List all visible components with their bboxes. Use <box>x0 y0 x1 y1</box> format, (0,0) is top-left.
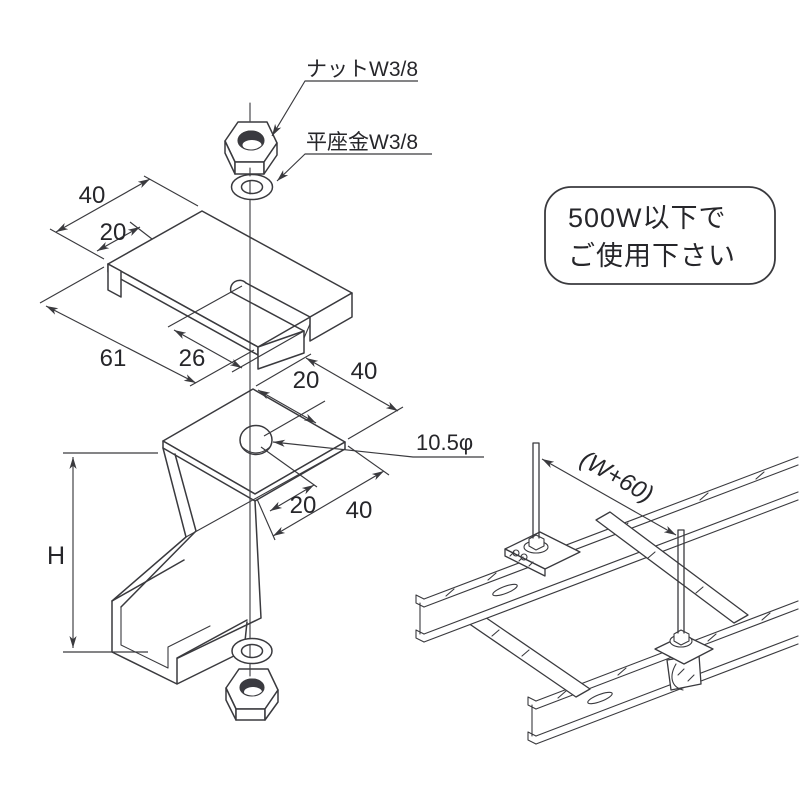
near-rail-web-slot <box>587 691 613 705</box>
hook-channel-inner <box>120 606 211 669</box>
far-rail-body <box>424 457 798 642</box>
nut-label: ナットW3/8 <box>306 58 418 81</box>
nut-side-right <box>264 689 279 721</box>
nut-hole-rim <box>237 130 265 151</box>
hanger-rod <box>677 529 685 634</box>
dim40-top-line <box>55 178 151 233</box>
clamp-plate-right-finger <box>309 292 353 342</box>
note-line-2: ご使用下さい <box>568 241 736 271</box>
nut-side-mid <box>235 708 266 721</box>
clamp-plate-left-finger <box>257 330 305 370</box>
dim40-top-text: 40 <box>79 182 106 209</box>
rod-nut <box>528 534 545 551</box>
near-rail-end-section <box>527 696 537 745</box>
upper-washer <box>230 173 274 201</box>
dim40-top-extensions <box>49 175 199 260</box>
dimH-text: H <box>47 542 65 570</box>
bracket-drawing <box>107 102 353 721</box>
rod-pitch-line <box>541 458 677 536</box>
bolt-hole-wall <box>241 446 271 454</box>
upper-nut <box>224 121 278 175</box>
dim20-mid-upper-text: 20 <box>293 367 320 394</box>
clamp-plate-slot-wall <box>303 316 311 339</box>
dim61-extensions <box>39 266 255 387</box>
note-border <box>544 186 776 285</box>
nut-hole-rim <box>239 678 265 697</box>
clamp-plate-slot-end <box>229 279 247 293</box>
dim61-text: 61 <box>100 345 127 372</box>
rod-pitch-text: (W+60) <box>575 446 657 509</box>
nut-hole-highlight <box>242 140 262 150</box>
dim40-mid-lower-line <box>272 470 385 537</box>
dim40-mid-lower-text: 40 <box>346 497 373 524</box>
rod-nut <box>673 629 690 646</box>
washer-inner <box>240 179 264 195</box>
rung-hatch <box>647 551 704 594</box>
nut-leader-line <box>271 80 418 137</box>
dim20-mid-upper-line <box>257 389 317 424</box>
nut-side-right <box>263 142 278 175</box>
usage-note-box: 500W以下で ご使用下さい <box>544 186 776 285</box>
dim26-text: 26 <box>179 345 206 372</box>
clamp-plate-slot <box>230 282 311 332</box>
dim40-mid-upper-text: 40 <box>351 358 378 385</box>
clamp-bolt-2 <box>520 553 528 561</box>
far-rail-web-slot <box>492 583 518 597</box>
lower-nut <box>225 668 279 721</box>
clamp-hook-detail <box>671 663 695 691</box>
washer-leader-line <box>276 153 432 182</box>
dim20-top-line <box>96 226 141 252</box>
dim20-mid-lower-text: 20 <box>290 492 317 519</box>
dimH-extensions <box>63 452 158 653</box>
dim20-top-text: 20 <box>100 219 127 246</box>
bracket-body <box>111 388 346 685</box>
installation-illustration: (W+60) <box>415 442 799 745</box>
ladder-near-rail <box>527 600 799 745</box>
note-line-1: 500W以下で <box>568 203 727 233</box>
far-rail-end-section <box>415 594 425 643</box>
top-clamp-plate <box>107 210 353 370</box>
clamp-plate-left-tab <box>107 263 122 298</box>
dim26-line <box>173 329 243 369</box>
rung-hatch <box>491 629 530 657</box>
hanger-rod <box>532 442 540 539</box>
dim20-top-extension <box>129 221 153 240</box>
dimension-annotations: ナットW3/8 平座金W3/8 40 20 61 26 40 20 20 40 … <box>39 58 484 653</box>
ladder-rung-rear <box>595 511 749 624</box>
lower-washer <box>231 637 273 665</box>
near-rail-flange-ticks <box>557 612 771 699</box>
washer-inner <box>240 643 264 659</box>
hole-dia-leader <box>272 439 484 458</box>
washer-label: 平座金W3/8 <box>306 131 418 154</box>
dim61-line <box>45 305 197 384</box>
left-hanger-rod-assembly <box>504 442 581 577</box>
near-rail-body <box>536 601 798 744</box>
right-hanger-rod-assembly <box>654 529 714 691</box>
dim26-extensions <box>167 285 305 373</box>
dim40-mid-upper-line <box>305 357 399 412</box>
web-fold-line <box>185 449 344 538</box>
clamp-bolt-1 <box>512 549 520 557</box>
hook-channel-outer <box>111 559 248 685</box>
hole-dia-text: 10.5φ <box>416 430 473 455</box>
bolt-hole <box>239 424 273 456</box>
